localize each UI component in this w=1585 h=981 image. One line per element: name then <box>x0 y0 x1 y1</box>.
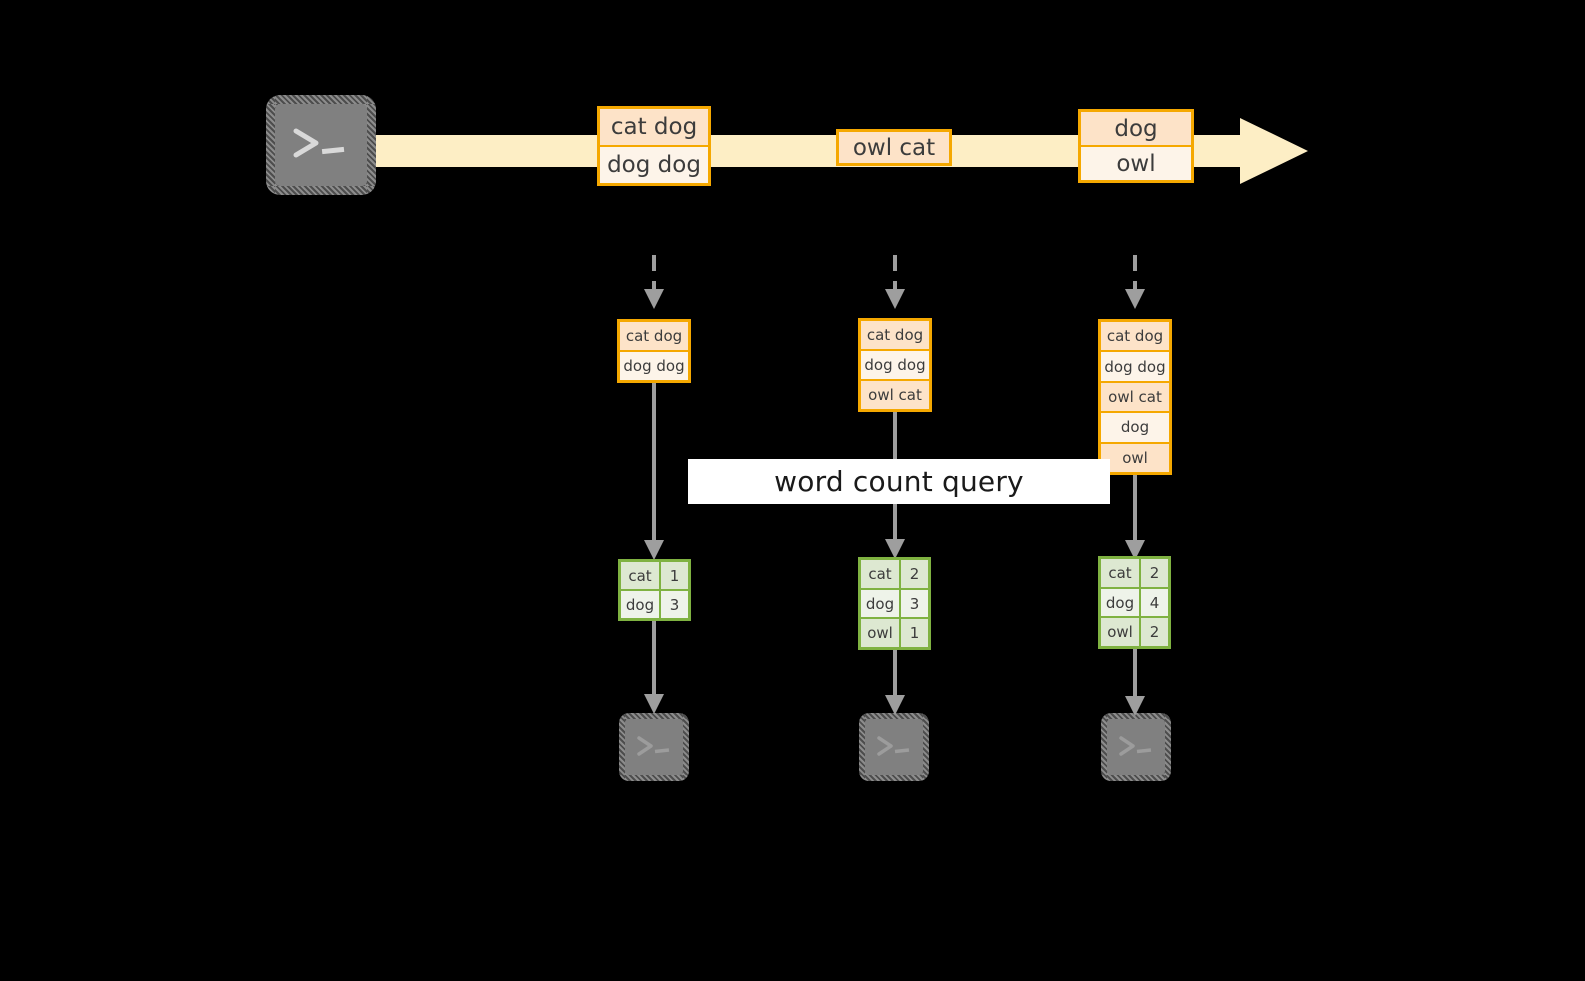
count-row: dog 3 <box>859 587 930 620</box>
count-row: cat 2 <box>859 558 930 590</box>
shell-prompt-icon <box>1119 736 1152 756</box>
count-row: dog 3 <box>619 589 690 620</box>
shell-prompt-icon <box>293 128 345 158</box>
input-record: dog dog <box>618 350 690 382</box>
snapshot-2-input-stack[interactable]: cat dog dog dog owl cat <box>858 318 932 412</box>
count-word: dog <box>859 587 901 620</box>
stream-record: dog <box>1079 110 1193 147</box>
stream-group-2[interactable]: owl cat <box>836 129 952 166</box>
count-word: owl <box>859 617 901 650</box>
count-word: owl <box>1099 616 1141 649</box>
input-record: dog <box>1099 411 1171 444</box>
solid-connector-3b <box>1125 648 1145 716</box>
count-value: 1 <box>659 560 690 591</box>
count-value: 3 <box>659 589 690 620</box>
solid-connector-1a <box>644 382 664 560</box>
terminal-screen <box>275 104 367 186</box>
count-word: dog <box>619 589 661 620</box>
snapshot-1-count-table[interactable]: cat 1 dog 3 <box>618 559 691 621</box>
dashed-connector-1 <box>644 255 664 309</box>
snapshot-1-input-stack[interactable]: cat dog dog dog <box>617 319 691 383</box>
input-record: owl <box>1099 441 1171 475</box>
dashed-connector-2 <box>885 255 905 309</box>
count-row: dog 4 <box>1099 586 1170 619</box>
count-row: owl 1 <box>859 617 930 650</box>
stream-record: owl <box>1079 145 1193 182</box>
terminal-screen <box>625 719 683 775</box>
snapshot-3-input-stack[interactable]: cat dog dog dog owl cat dog owl <box>1098 319 1172 475</box>
snapshot-3-count-table[interactable]: cat 2 dog 4 owl 2 <box>1098 556 1171 649</box>
snapshot-3-sink-terminal-icon[interactable] <box>1101 713 1171 781</box>
count-word: cat <box>1099 557 1141 589</box>
input-record: dog dog <box>1099 350 1171 383</box>
stream-group-3[interactable]: dog owl <box>1078 109 1194 183</box>
count-value: 3 <box>899 587 930 620</box>
solid-connector-2b <box>885 649 905 715</box>
shell-prompt-icon <box>637 736 670 756</box>
terminal-screen <box>865 719 923 775</box>
snapshot-2-count-table[interactable]: cat 2 dog 3 owl 1 <box>858 557 931 650</box>
source-terminal-icon[interactable] <box>266 95 376 195</box>
terminal-screen <box>1107 719 1165 775</box>
count-value: 2 <box>1139 616 1170 649</box>
solid-connector-1b <box>644 620 664 714</box>
count-value: 4 <box>1139 586 1170 619</box>
input-record: owl cat <box>859 379 931 411</box>
shell-prompt-icon <box>877 736 910 756</box>
query-label-band: word count query <box>688 459 1110 504</box>
input-record: cat dog <box>859 319 931 351</box>
count-row: owl 2 <box>1099 616 1170 649</box>
count-value: 2 <box>899 558 930 590</box>
snapshot-2-sink-terminal-icon[interactable] <box>859 713 929 781</box>
stream-record: owl cat <box>837 130 951 165</box>
input-record: owl cat <box>1099 380 1171 414</box>
dashed-connector-3 <box>1125 255 1145 309</box>
solid-connector-3a <box>1125 474 1145 560</box>
stream-record: cat dog <box>598 107 710 147</box>
stream-record: dog dog <box>598 145 710 185</box>
count-word: cat <box>859 558 901 590</box>
input-record: cat dog <box>1099 320 1171 353</box>
count-row: cat 2 <box>1099 557 1170 589</box>
count-row: cat 1 <box>619 560 690 591</box>
input-record: cat dog <box>618 320 690 352</box>
count-word: cat <box>619 560 661 591</box>
snapshot-1-sink-terminal-icon[interactable] <box>619 713 689 781</box>
query-label: word count query <box>774 465 1024 498</box>
count-word: dog <box>1099 586 1141 619</box>
count-value: 2 <box>1139 557 1170 589</box>
stream-group-1[interactable]: cat dog dog dog <box>597 106 711 186</box>
count-value: 1 <box>899 617 930 650</box>
input-record: dog dog <box>859 349 931 381</box>
